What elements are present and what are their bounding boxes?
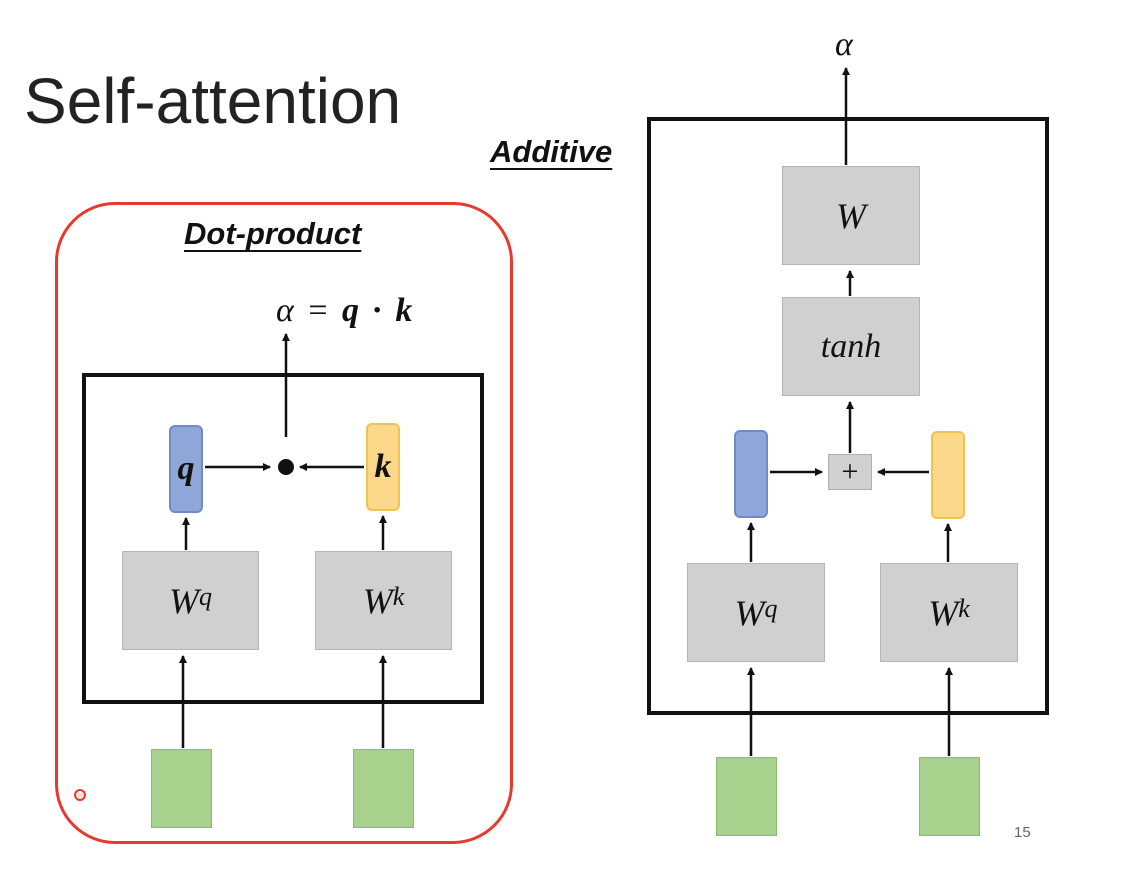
additive-wk-sup: k xyxy=(958,593,970,623)
cursor-indicator xyxy=(74,789,86,801)
tanh-label: tanh xyxy=(820,327,882,365)
dot-product-label: Dot-product xyxy=(184,216,362,251)
formula-q: q xyxy=(342,292,360,329)
additive-label: Additive xyxy=(490,134,613,169)
input-left xyxy=(151,749,212,828)
plus-label: + xyxy=(841,455,859,488)
wk-base: W xyxy=(362,580,393,621)
dot-product-highlight xyxy=(55,202,513,844)
wk-sup: k xyxy=(392,581,405,611)
input-right xyxy=(353,749,414,828)
additive-wq-base: W xyxy=(734,592,765,633)
additive-wk-base: W xyxy=(928,592,959,633)
slide-title: Self-attention xyxy=(24,65,402,137)
query-vector: q xyxy=(169,425,203,513)
wq-sup: q xyxy=(199,581,212,611)
additive-input-right xyxy=(919,757,980,836)
additive-query-vector xyxy=(734,430,768,518)
key-vector-label: k xyxy=(374,448,392,485)
w-weight-box: W xyxy=(782,166,920,265)
additive-output-alpha: α xyxy=(835,26,853,63)
w-label: W xyxy=(836,195,866,236)
add-operator: + xyxy=(828,454,872,490)
formula-dot: · xyxy=(371,292,383,329)
dot-product-module-frame xyxy=(82,373,484,704)
additive-input-left xyxy=(716,757,777,836)
page-number: 15 xyxy=(1014,824,1031,841)
formula-k: k xyxy=(395,292,413,329)
formula-alpha: α xyxy=(276,292,294,329)
wq-base: W xyxy=(169,580,199,621)
additive-module-frame xyxy=(647,117,1049,715)
formula-equals: = xyxy=(308,292,328,329)
dot-product-formula: α = q · k xyxy=(276,292,412,330)
additive-wq-sup: q xyxy=(764,593,778,623)
key-vector: k xyxy=(366,423,400,511)
additive-key-vector xyxy=(931,431,965,519)
tanh-box: tanh xyxy=(782,297,920,396)
query-vector-label: q xyxy=(177,450,195,487)
dot-product-operator xyxy=(278,459,294,475)
